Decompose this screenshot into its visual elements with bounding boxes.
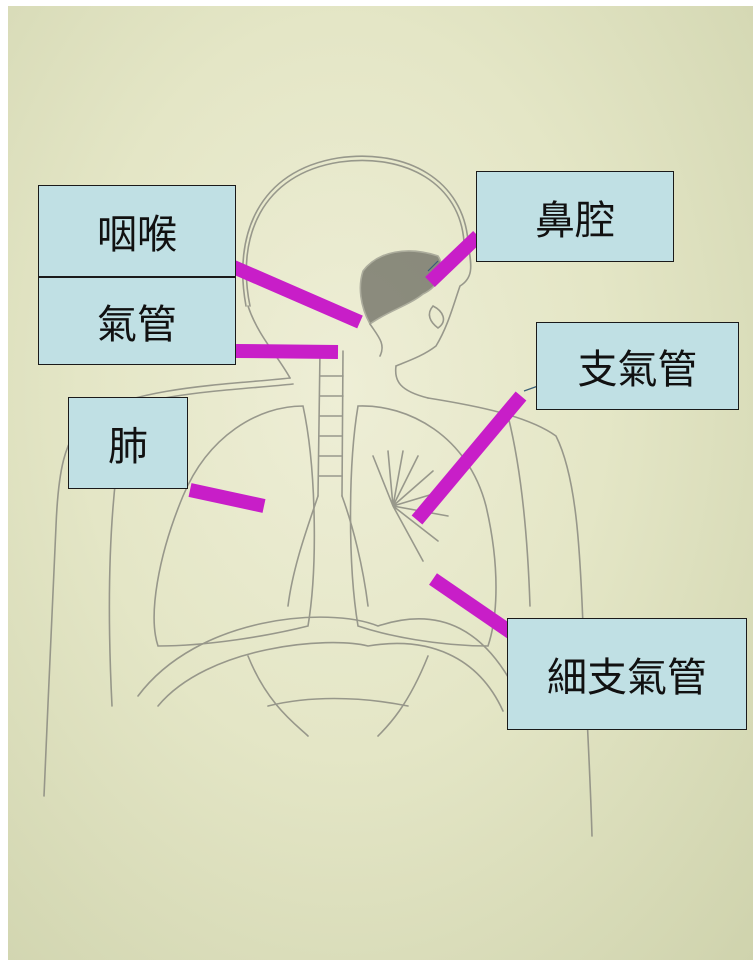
- bronchus-pointer: [417, 396, 521, 520]
- right-shoulder: [428, 398, 592, 836]
- neck-outline: [248, 306, 290, 378]
- pharynx-pointer: [222, 262, 360, 322]
- trachea-pointer: [236, 351, 338, 352]
- label-trachea: 氣管: [38, 277, 236, 365]
- trachea-outline: [318, 351, 343, 496]
- label-bronchiole: 細支氣管: [507, 618, 747, 730]
- label-pharynx: 咽喉: [38, 185, 236, 277]
- label-lung: 肺: [68, 397, 188, 489]
- label-nasal-cavity: 鼻腔: [476, 171, 674, 262]
- diaphragm: [138, 617, 523, 706]
- lung-pointer: [190, 490, 264, 506]
- label-bronchus: 支氣管: [536, 322, 739, 410]
